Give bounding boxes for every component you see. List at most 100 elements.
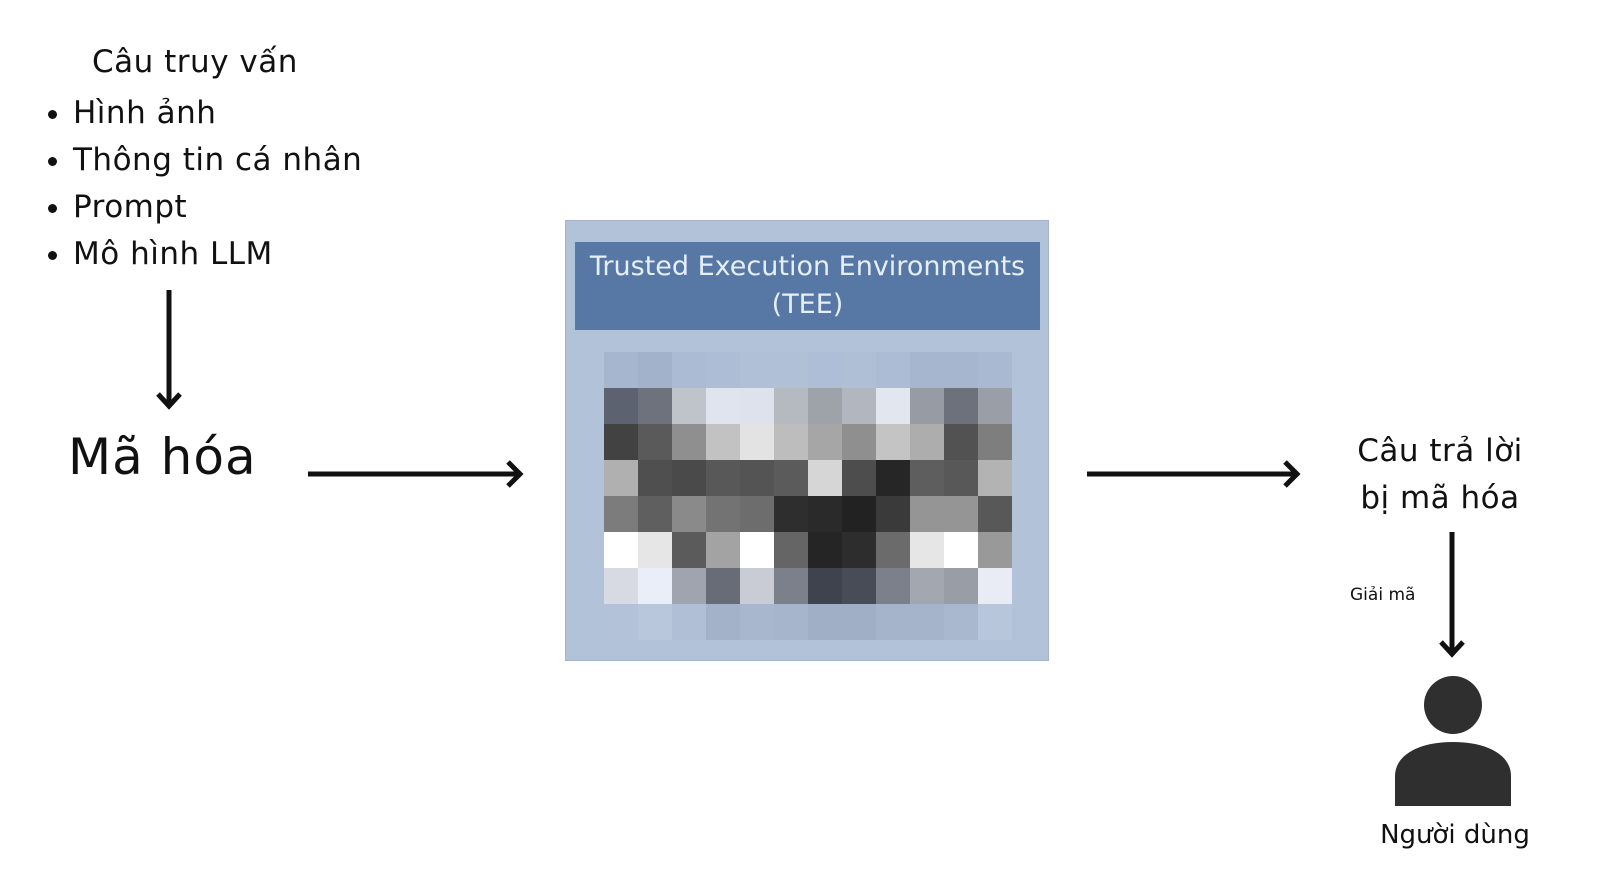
- pixel-cell: [842, 604, 876, 640]
- pixel-cell: [740, 352, 774, 388]
- decrypt-label: Giải mã: [1350, 585, 1416, 605]
- pixel-cell: [638, 604, 672, 640]
- arrow-right-encrypt-to-tee: [308, 460, 524, 488]
- pixel-cell: [604, 388, 638, 424]
- pixel-cell: [706, 604, 740, 640]
- arrow-right-tee-to-answer: [1087, 460, 1301, 488]
- pixel-cell: [706, 388, 740, 424]
- pixel-cell: [842, 496, 876, 532]
- pixel-cell: [740, 388, 774, 424]
- pixel-cell: [706, 352, 740, 388]
- user-icon: [1395, 676, 1511, 806]
- pixel-cell: [808, 460, 842, 496]
- pixel-cell: [842, 352, 876, 388]
- pixel-cell: [808, 568, 842, 604]
- pixel-cell: [978, 388, 1012, 424]
- query-item-image: Hình ảnh: [45, 90, 362, 137]
- pixel-cell: [774, 568, 808, 604]
- pixel-cell: [638, 424, 672, 460]
- pixel-cell: [944, 388, 978, 424]
- pixel-cell: [706, 568, 740, 604]
- pixel-cell: [604, 352, 638, 388]
- pixel-cell: [944, 424, 978, 460]
- pixel-cell: [604, 460, 638, 496]
- pixel-cell: [876, 532, 910, 568]
- pixel-cell: [978, 460, 1012, 496]
- pixel-cell: [808, 496, 842, 532]
- pixel-cell: [842, 424, 876, 460]
- pixel-cell: [910, 568, 944, 604]
- pixel-cell: [706, 424, 740, 460]
- query-title: Câu truy vấn: [92, 44, 298, 80]
- pixel-cell: [638, 532, 672, 568]
- pixel-cell: [706, 532, 740, 568]
- pixel-cell: [706, 496, 740, 532]
- pixel-cell: [876, 568, 910, 604]
- pixel-cell: [978, 604, 1012, 640]
- pixel-cell: [774, 352, 808, 388]
- pixel-cell: [944, 604, 978, 640]
- pixel-cell: [604, 496, 638, 532]
- pixel-cell: [672, 460, 706, 496]
- pixel-cell: [978, 352, 1012, 388]
- pixel-cell: [672, 388, 706, 424]
- pixel-cell: [944, 532, 978, 568]
- pixel-cell: [672, 532, 706, 568]
- pixel-cell: [672, 496, 706, 532]
- pixel-cell: [842, 388, 876, 424]
- tee-title-line1: Trusted Execution Environments: [589, 251, 1026, 282]
- pixel-cell: [808, 388, 842, 424]
- pixel-cell: [910, 532, 944, 568]
- pixel-cell: [774, 604, 808, 640]
- tee-title-line2: (TEE): [771, 289, 844, 320]
- pixel-cell: [774, 460, 808, 496]
- pixel-cell: [808, 604, 842, 640]
- query-list: Hình ảnh Thông tin cá nhân Prompt Mô hìn…: [45, 90, 362, 278]
- pixel-cell: [978, 424, 1012, 460]
- pixel-cell: [740, 568, 774, 604]
- pixel-cell: [672, 604, 706, 640]
- pixel-cell: [638, 352, 672, 388]
- pixel-cell: [944, 460, 978, 496]
- pixel-cell: [638, 460, 672, 496]
- pixel-cell: [740, 496, 774, 532]
- pixel-cell: [604, 568, 638, 604]
- pixel-cell: [774, 424, 808, 460]
- pixel-cell: [774, 496, 808, 532]
- pixel-cell: [910, 352, 944, 388]
- pixel-cell: [604, 424, 638, 460]
- query-item-personal-info: Thông tin cá nhân: [45, 137, 362, 184]
- user-label: Người dùng: [1380, 820, 1530, 850]
- pixel-cell: [978, 496, 1012, 532]
- arrow-down-answer-to-user: [1439, 532, 1465, 658]
- pixel-cell: [638, 496, 672, 532]
- pixel-cell: [672, 424, 706, 460]
- pixel-cell: [876, 460, 910, 496]
- pixel-cell: [672, 568, 706, 604]
- query-item-llm-model: Mô hình LLM: [45, 231, 362, 278]
- pixel-cell: [910, 496, 944, 532]
- pixel-cell: [808, 532, 842, 568]
- pixel-cell: [944, 568, 978, 604]
- pixel-cell: [876, 352, 910, 388]
- pixel-cell: [944, 352, 978, 388]
- pixel-cell: [774, 388, 808, 424]
- pixel-cell: [944, 496, 978, 532]
- pixel-cell: [910, 424, 944, 460]
- encrypt-label: Mã hóa: [68, 428, 257, 486]
- pixel-cell: [672, 352, 706, 388]
- pixel-cell: [876, 496, 910, 532]
- query-item-prompt: Prompt: [45, 184, 362, 231]
- pixel-cell: [604, 604, 638, 640]
- pixel-cell: [774, 532, 808, 568]
- encrypted-answer-label: Câu trả lời bị mã hóa: [1340, 428, 1540, 522]
- answer-line2: bị mã hóa: [1360, 480, 1520, 516]
- pixel-cell: [842, 568, 876, 604]
- pixel-cell: [910, 460, 944, 496]
- pixel-cell: [910, 388, 944, 424]
- pixel-cell: [740, 460, 774, 496]
- pixel-cell: [978, 568, 1012, 604]
- pixel-cell: [706, 460, 740, 496]
- pixel-cell: [638, 388, 672, 424]
- tee-box: Trusted Execution Environments (TEE): [565, 220, 1049, 661]
